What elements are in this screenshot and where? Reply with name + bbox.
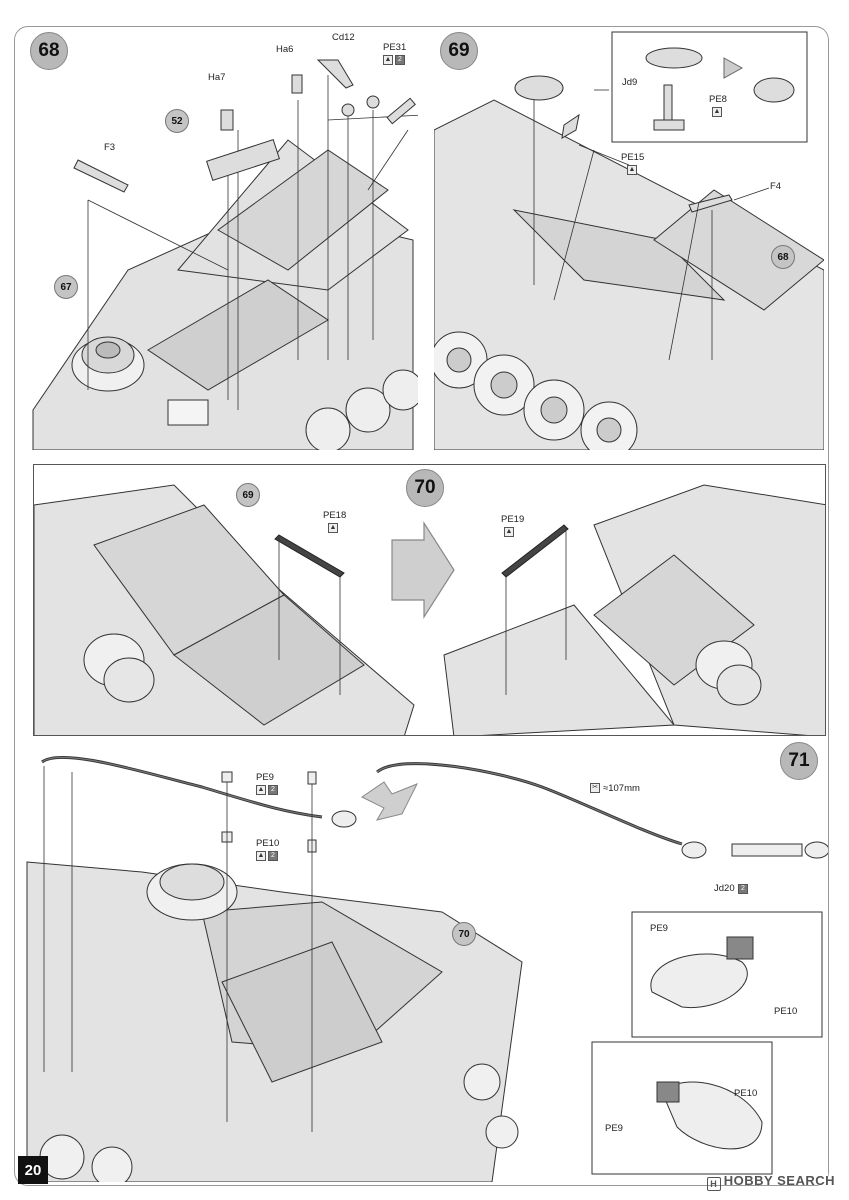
ref-68-number: 68 [777,251,789,263]
part-pe8-label: PE8 [709,94,727,105]
step-71-number: 71 [788,750,810,771]
ref-70-badge: 70 [452,922,476,946]
page-border [14,26,829,1186]
photo-etch-icon: ▲ [627,165,637,175]
step-68-badge: 68 [30,32,68,70]
part-pe31-label: PE31 [383,42,407,53]
cut-icon: ✂ [590,783,600,793]
detail-b-pe9-label: PE9 [605,1123,623,1134]
step-68-drawing [32,59,418,450]
photo-etch-icon: ▲ [256,851,266,861]
part-pe15-label: PE15 [621,152,645,163]
hobby-search-logo-icon: H [706,1177,721,1191]
ref-52-number: 52 [171,115,183,127]
photo-etch-icon: ▲ [328,523,338,533]
part-pe10-label: PE10 [256,838,280,849]
ref-67-number: 67 [60,281,72,293]
cable-length-label: ≈107mm [603,783,640,794]
quantity-two-icon: 2 [268,851,278,861]
step-71-panel: 71 70 PE9 ▲ 2 PE10 ▲ 2 ✂ ≈107mm Jd20 2 P… [22,742,828,1182]
quantity-two-icon: 2 [395,55,405,65]
step-71-badge: 71 [780,742,818,780]
step-68-panel: 68 52 67 Ha7 Ha6 Cd12 PE31 ▲ 2 F3 [28,30,418,450]
part-ha6-label: Ha6 [276,44,294,55]
step-70-panel: 70 69 PE18 ▲ PE19 ▲ [33,464,826,736]
step-69-number: 69 [448,40,470,61]
quantity-two-icon: 2 [268,785,278,795]
page-number: 20 [18,1156,48,1184]
part-jd20-label: Jd20 [714,883,735,894]
detail-a-pe10-label: PE10 [774,1006,798,1017]
step-68-number: 68 [38,40,60,61]
step-71-drawing [26,755,828,1182]
watermark-text: HOBBY SEARCH [723,1173,835,1188]
part-f4-label: F4 [770,181,782,192]
ref-70-number: 70 [458,928,470,940]
photo-etch-icon: ▲ [256,785,266,795]
step-70-badge: 70 [406,469,444,507]
photo-etch-icon: ▲ [712,107,722,117]
ref-69-badge: 69 [236,483,260,507]
part-pe19-label: PE19 [501,514,525,525]
ref-68-badge: 68 [771,245,795,269]
part-pe9-label: PE9 [256,772,274,783]
part-jd9-label: Jd9 [622,77,638,88]
step-69-drawing [434,31,824,450]
step-70-number: 70 [414,477,436,498]
part-cd12-label: Cd12 [332,32,355,43]
step-69-badge: 69 [440,32,478,70]
step-69-panel: 69 68 Jd9 PE8 ▲ PE15 ▲ F4 [434,30,824,450]
step-70-drawing [34,484,825,735]
ref-69-number: 69 [242,489,254,501]
page-number-text: 20 [24,1161,42,1179]
part-ha7-label: Ha7 [208,72,226,83]
detail-a-pe9-label: PE9 [650,923,668,934]
quantity-two-icon: 2 [738,884,748,894]
part-f3-label: F3 [104,142,116,153]
photo-etch-icon: ▲ [383,55,393,65]
photo-etch-icon: ▲ [504,527,514,537]
ref-52-badge: 52 [165,109,189,133]
detail-b-pe10-label: PE10 [734,1088,758,1099]
part-pe18-label: PE18 [323,510,347,521]
ref-67-badge: 67 [54,275,78,299]
